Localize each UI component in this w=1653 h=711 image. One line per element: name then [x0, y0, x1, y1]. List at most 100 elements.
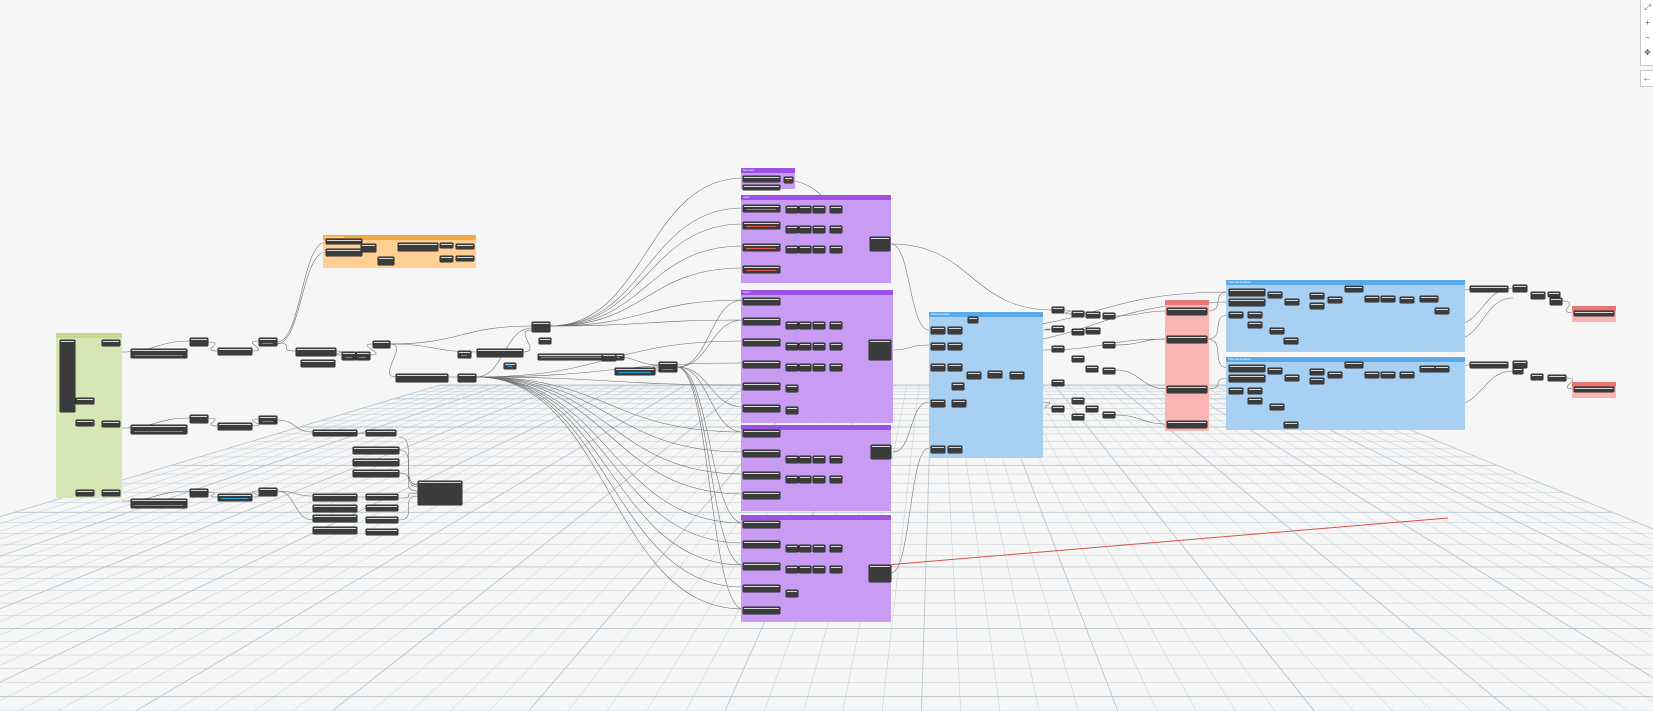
graph-node[interactable] — [813, 566, 825, 573]
graph-node[interactable] — [456, 244, 474, 249]
graph-node[interactable] — [259, 488, 277, 496]
graph-node[interactable] — [743, 492, 780, 499]
graph-node[interactable] — [967, 372, 981, 379]
graph-node[interactable] — [313, 515, 357, 522]
graph-node[interactable] — [1086, 312, 1100, 318]
zoom-out-icon[interactable]: − — [1645, 33, 1650, 42]
graph-node[interactable] — [988, 371, 1002, 378]
graph-node[interactable] — [1531, 374, 1543, 380]
graph-node[interactable] — [1284, 338, 1298, 344]
graph-node[interactable] — [102, 421, 120, 427]
graph-node[interactable] — [1103, 342, 1115, 348]
group-header[interactable] — [1165, 300, 1209, 305]
graph-node[interactable] — [1513, 361, 1527, 368]
group-header[interactable] — [1572, 382, 1616, 387]
graph-node[interactable] — [1229, 289, 1265, 296]
graph-node[interactable] — [1400, 297, 1414, 303]
graph-node[interactable] — [743, 205, 780, 212]
graph-node[interactable] — [1268, 292, 1282, 298]
graph-node[interactable] — [1285, 299, 1299, 305]
graph-node[interactable] — [799, 456, 811, 463]
graph-node[interactable] — [1167, 386, 1207, 393]
graph-node[interactable] — [602, 354, 616, 361]
graph-node[interactable] — [1086, 366, 1098, 372]
graph-node[interactable] — [366, 430, 396, 436]
graph-node[interactable] — [378, 257, 394, 265]
graph-node[interactable] — [952, 383, 964, 390]
graph-node[interactable] — [786, 545, 798, 552]
graph-node[interactable] — [1052, 326, 1064, 332]
graph-node[interactable] — [786, 226, 798, 233]
graph-node[interactable] — [313, 505, 357, 512]
graph-node[interactable] — [743, 541, 780, 548]
graph-node[interactable] — [813, 343, 825, 350]
group-header[interactable]: Thermal Analysis — [1226, 280, 1465, 285]
graph-node[interactable] — [1248, 398, 1262, 404]
graph-node[interactable] — [743, 383, 780, 390]
graph-node[interactable] — [1229, 375, 1265, 382]
graph-node[interactable] — [813, 322, 825, 329]
graph-node[interactable] — [830, 566, 842, 573]
graph-node[interactable] — [353, 447, 399, 454]
graph-node[interactable] — [830, 364, 842, 371]
graph-node[interactable] — [1052, 307, 1064, 313]
graph-node[interactable] — [786, 322, 798, 329]
graph-node[interactable] — [356, 352, 370, 360]
graph-node[interactable] — [948, 343, 962, 350]
graph-node[interactable] — [830, 343, 842, 350]
graph-node[interactable] — [830, 476, 842, 483]
graph-node[interactable] — [373, 341, 390, 348]
group-header[interactable]: Sensors — [741, 168, 795, 173]
graph-node[interactable] — [131, 425, 187, 434]
graph-node[interactable] — [931, 343, 945, 350]
graph-node[interactable] — [743, 450, 780, 457]
graph-node[interactable] — [1086, 406, 1098, 412]
graph-node[interactable] — [931, 446, 945, 453]
graph-node[interactable] — [366, 494, 398, 500]
graph-node[interactable] — [353, 459, 399, 466]
graph-node[interactable] — [813, 246, 825, 253]
graph-node[interactable] — [743, 222, 780, 229]
graph-node[interactable] — [659, 362, 677, 372]
graph-node[interactable] — [786, 590, 798, 597]
graph-node[interactable] — [869, 565, 891, 582]
graph-node[interactable] — [799, 364, 811, 371]
graph-node[interactable] — [1435, 308, 1449, 314]
graph-node[interactable] — [1248, 312, 1262, 318]
graph-node[interactable] — [218, 348, 252, 355]
graph-node[interactable] — [1072, 311, 1084, 317]
graph-node[interactable] — [931, 364, 945, 371]
graph-node[interactable] — [102, 490, 120, 496]
graph-node[interactable] — [1270, 328, 1284, 334]
graph-node[interactable] — [1270, 404, 1284, 410]
graph-node[interactable] — [1103, 313, 1115, 319]
graph-node[interactable] — [326, 239, 362, 244]
graph-node[interactable] — [786, 206, 798, 213]
graph-node[interactable] — [743, 176, 780, 182]
group-header[interactable]: Point Analysis — [929, 312, 1043, 317]
graph-node[interactable] — [1167, 308, 1207, 315]
graph-node[interactable] — [830, 322, 842, 329]
group-header[interactable] — [741, 515, 891, 520]
graph-node[interactable] — [786, 407, 798, 414]
graph-node[interactable] — [743, 361, 780, 368]
graph-node[interactable] — [1284, 422, 1298, 428]
graph-node[interactable] — [799, 476, 811, 483]
graph-node[interactable] — [1531, 292, 1545, 299]
group-header[interactable]: Input — [741, 290, 893, 295]
graph-node[interactable] — [743, 521, 780, 528]
graph-node[interactable] — [259, 416, 277, 424]
graph-node[interactable] — [1229, 299, 1265, 306]
graph-node[interactable] — [440, 256, 453, 262]
graph-node[interactable] — [1072, 414, 1084, 420]
graph-node[interactable] — [1470, 286, 1508, 292]
graph-node[interactable] — [458, 374, 476, 382]
graph-node[interactable] — [743, 266, 780, 273]
graph-node[interactable] — [871, 445, 891, 459]
graph-node[interactable] — [1328, 297, 1342, 303]
group-header[interactable] — [1572, 306, 1616, 311]
graph-node[interactable] — [396, 374, 448, 382]
graph-node[interactable] — [366, 517, 398, 523]
graph-node[interactable] — [1435, 366, 1449, 372]
graph-node[interactable] — [948, 327, 962, 334]
